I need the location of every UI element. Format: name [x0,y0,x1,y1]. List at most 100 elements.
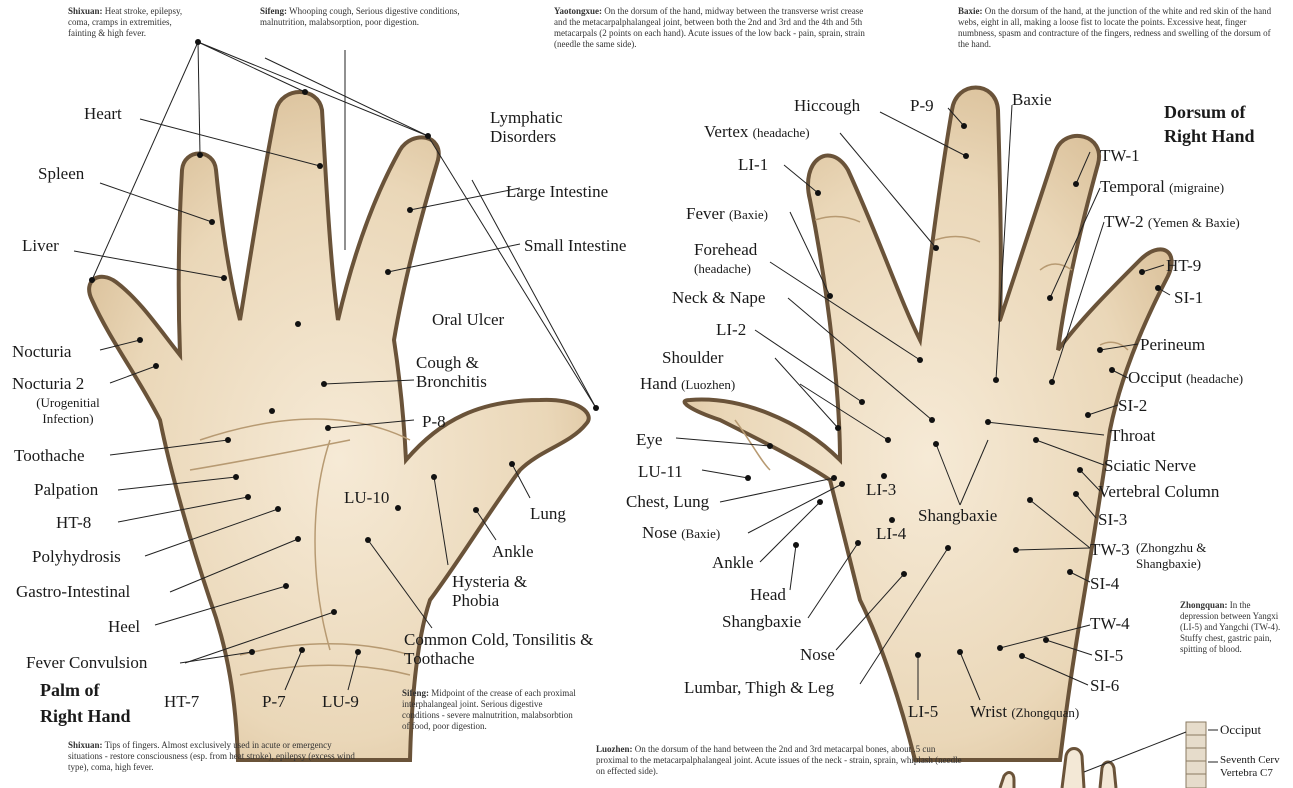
point-nose [901,571,907,577]
point-lu10 [395,505,401,511]
label-si3: SI-3 [1098,510,1127,529]
label-large-intestine: Large Intestine [506,182,608,201]
label-lu9: LU-9 [322,692,359,711]
label-lu10: LU-10 [344,488,389,507]
label-tw2-main: TW-2 [1104,212,1144,231]
note-zhongquan-head: Zhongquan: [1180,600,1228,610]
dorsum-title-line1: Dorsum of [1164,100,1246,124]
label-nose-baxie-sub: (Baxie) [681,526,720,541]
palm-title-line2: Right Hand [40,704,131,728]
label-toothache: Toothache [14,446,85,465]
label-polyhydrosis: Polyhydrosis [32,547,121,566]
note-sifeng-bottom-head: Sifeng: [402,688,429,698]
label-tw2-sub: (Yemen & Baxie) [1148,215,1240,230]
point-lung [509,461,515,467]
point-middle-tip [302,89,308,95]
point-wrist [957,649,963,655]
label-li5: LI-5 [908,702,938,721]
label-perineum: Perineum [1140,335,1205,354]
point-shoulder [835,425,841,431]
label-shangbaxie-center: Shangbaxie [918,506,997,525]
label-si6: SI-6 [1090,676,1119,695]
point-index-tip [425,133,431,139]
label-li2: LI-2 [716,320,746,339]
label-nose: Nose [800,645,835,664]
point-cough [321,381,327,387]
point-palpation [225,437,231,443]
label-lymphatic: Lymphatic Disorders [490,108,590,146]
note-sifeng-bottom: Sifeng: Midpoint of the crease of each p… [402,688,582,732]
label-baxie: Baxie [1012,90,1052,109]
label-shoulder: Shoulder [662,348,723,367]
label-si5: SI-5 [1094,646,1123,665]
point-shixuan-apex [195,39,201,45]
label-wrist-main: Wrist [970,702,1007,721]
label-ankle: Ankle [492,542,534,561]
point-ring-tip [197,152,203,158]
point-middle-base [295,321,301,327]
label-occiput: Occiput (headache) [1128,368,1243,388]
label-vertex-main: Vertex [704,122,748,141]
point-eye [767,443,773,449]
label-shangbaxie-left: Shangbaxie [722,612,801,631]
label-tw4: TW-4 [1090,614,1130,633]
label-tw3: TW-3 [1090,540,1130,559]
label-lumbar: Lumbar, Thigh & Leg [684,678,834,697]
point-shangbaxie-l [855,540,861,546]
note-luozhen-body: On the dorsum of the hand between the 2n… [596,744,962,776]
point-hysteria [431,474,437,480]
label-si4: SI-4 [1090,574,1119,593]
label-chest-lung: Chest, Lung [626,492,709,511]
point-hiccough [963,153,969,159]
point-vertebral [1077,467,1083,473]
label-li3: LI-3 [866,480,896,499]
point-li5 [915,652,921,658]
label-si2: SI-2 [1118,396,1147,415]
note-yaotongxue-head: Yaotongxue: [554,6,602,16]
label-hiccough: Hiccough [794,96,860,115]
note-sifeng-bottom-body: Midpoint of the crease of each proximal … [402,688,576,731]
point-p9 [961,123,967,129]
note-sifeng-top: Sifeng: Whooping cough, Serious digestiv… [260,6,500,28]
label-nocturia2: Nocturia 2 [12,374,84,393]
label-si1: SI-1 [1174,288,1203,307]
label-spleen: Spleen [38,164,84,183]
point-si1 [1155,285,1161,291]
point-heart [317,163,323,169]
label-fever-main: Fever [686,204,725,223]
point-lu10b [365,537,371,543]
note-sifeng-top-body: Whooping cough, Serious digestive condit… [260,6,460,27]
point-lu9-upper [331,609,337,615]
label-vertex-sub: (headache) [753,125,810,140]
point-occiput [1109,367,1115,373]
point-nocturia [137,337,143,343]
note-baxie-head: Baxie: [958,6,983,16]
label-li1: LI-1 [738,155,768,174]
point-temporal [1047,295,1053,301]
point-lumbar [945,545,951,551]
point-si6 [1019,653,1025,659]
point-vertex [933,245,939,251]
point-toothache [269,408,275,414]
label-vertebra-c7: Vertebra C7 [1220,767,1273,780]
label-p7: P-7 [262,692,286,711]
note-baxie-body: On the dorsum of the hand, at the juncti… [958,6,1271,49]
point-ankle-d [817,499,823,505]
point-p7 [299,647,305,653]
label-gastro: Gastro-Intestinal [16,582,130,601]
point-fever [827,293,833,299]
label-p8: P-8 [422,412,446,431]
note-yaotongxue: Yaotongxue: On the dorsum of the hand, m… [554,6,872,50]
point-lu9 [355,649,361,655]
point-li3 [881,473,887,479]
label-fever-convulsion: Fever Convulsion [26,653,147,672]
point-li1 [815,190,821,196]
label-ankle-dorsum: Ankle [712,553,754,572]
point-forehead [917,357,923,363]
label-ht8: HT-8 [56,513,91,532]
point-head [793,542,799,548]
label-sciatic: Sciatic Nerve [1104,456,1196,475]
point-little-tip [89,277,95,283]
label-liver: Liver [22,236,59,255]
